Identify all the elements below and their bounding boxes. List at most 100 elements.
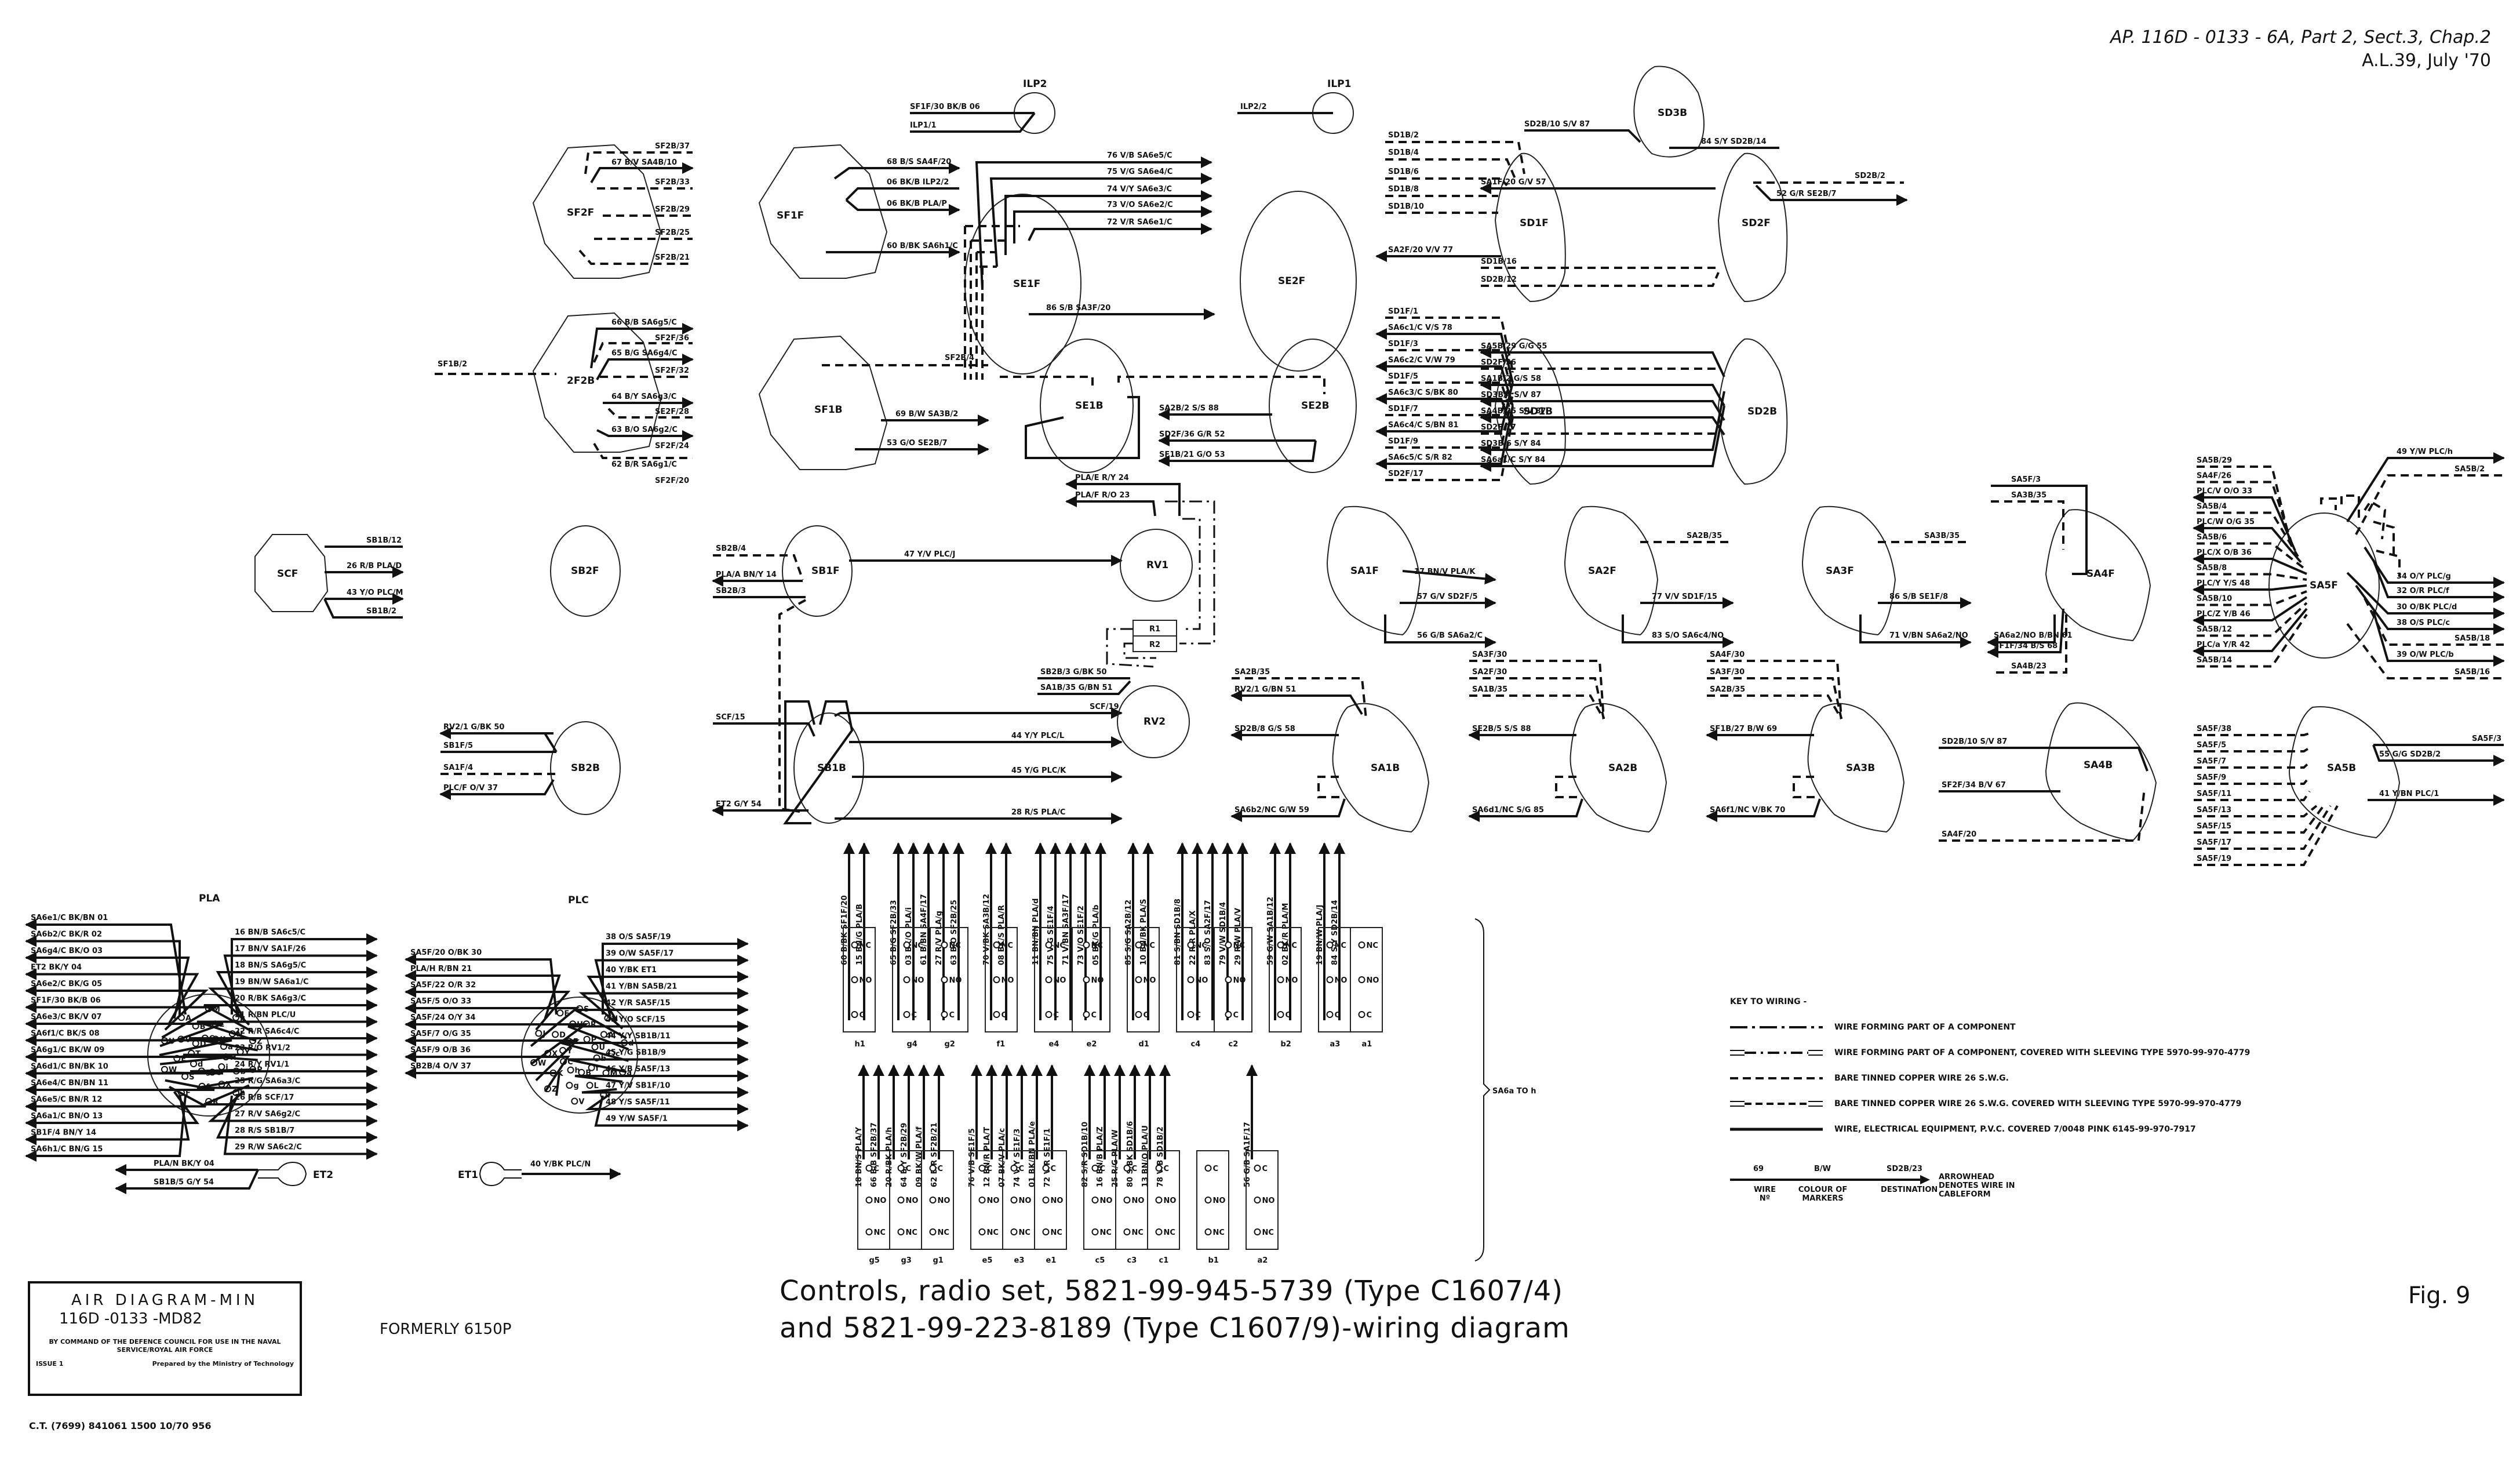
wire-label: SD1F/3 bbox=[1388, 340, 1418, 348]
wire-label: 62 B/R SA6g1/C bbox=[611, 460, 677, 469]
wire bbox=[2197, 602, 2308, 637]
wire bbox=[323, 598, 403, 619]
wire-label: SB1F/4 BN/Y 14 bbox=[31, 1129, 96, 1137]
pin-letter: A bbox=[185, 1014, 191, 1023]
wire bbox=[1385, 141, 1525, 174]
wire-label: SA5B/16 bbox=[2455, 668, 2490, 677]
wire bbox=[25, 1018, 224, 1048]
wire-label: 21 R/BN PLC/U bbox=[235, 1011, 296, 1020]
component-label: SE1B bbox=[1075, 400, 1104, 412]
component-sa5b: SA5B SA5F/38SA5F/5SA5F/7SA5F/9SA5F/11SA5… bbox=[2194, 706, 2505, 866]
wire bbox=[405, 1019, 589, 1066]
wire-label: SD2F/36 bbox=[1481, 358, 1516, 367]
component-label: SF1F bbox=[777, 210, 804, 221]
wire-label: 01 BK/BN PLA/e bbox=[1028, 1121, 1037, 1187]
contact-box bbox=[1147, 1150, 1180, 1250]
contact-id: e5 bbox=[982, 1256, 993, 1265]
wire-label: SA5F/22 O/R 32 bbox=[410, 981, 476, 990]
key-item: WIRE FORMING PART OF A COMPONENT bbox=[1730, 1015, 2250, 1040]
wire-label: 72 V/R SA6e1/C bbox=[1107, 218, 1172, 227]
wire bbox=[1987, 614, 2056, 648]
wire-label: 67 B/V SA4B/10 bbox=[611, 158, 677, 167]
contact-terminal bbox=[1083, 941, 1090, 948]
wiring-key: KEY TO WIRING - WIRE FORMING PART OF A C… bbox=[1730, 997, 2250, 1142]
wire-label: 16 BN/B SA6c5/C bbox=[235, 928, 305, 937]
wire bbox=[405, 1067, 561, 1096]
wire-label: 77 V/V SD1F/15 bbox=[1652, 592, 1717, 601]
wire-label: SA6d1/NC S/G 85 bbox=[1472, 806, 1544, 815]
wire-label: 83 S/O SA6c4/NO bbox=[1652, 631, 1724, 640]
prepared-by: Prepared by the Ministry of Technology bbox=[152, 1360, 294, 1368]
wire-label: SA6e5/C BN/R 12 bbox=[31, 1096, 102, 1104]
component-label: R1 bbox=[1149, 625, 1160, 634]
wire-label: SA1B/35 G/BN 51 bbox=[1040, 683, 1113, 692]
component-label: SB1F bbox=[811, 565, 840, 577]
terminal-label: C bbox=[912, 1011, 917, 1020]
terminal-label: NC bbox=[1091, 941, 1103, 950]
wire-label: 83 S/O SA2F/17 bbox=[1204, 900, 1212, 966]
wire-label: SD2B/8 G/S 58 bbox=[1234, 725, 1295, 733]
wire-label: SF2F/24 bbox=[655, 442, 689, 450]
wire bbox=[2355, 474, 2504, 535]
wire-label: 17 BN/V PLA/K bbox=[1414, 568, 1476, 576]
wire-label: 86 S/B SE1F/8 bbox=[1889, 592, 1948, 601]
switch-wafer-outline bbox=[1269, 339, 1357, 473]
wire-label: PLC/Z Y/B 46 bbox=[2197, 610, 2250, 619]
document-reference: AP. 116D - 0133 - 6A, Part 2, Sect.3, Ch… bbox=[2110, 26, 2491, 72]
contact-id: c2 bbox=[1229, 1040, 1239, 1049]
wire bbox=[845, 187, 959, 201]
switch-wafer-outline bbox=[1807, 703, 1905, 833]
connector-pin bbox=[566, 1082, 573, 1089]
wire-label: 32 O/R PLC/f bbox=[2397, 587, 2449, 595]
component-label: RV2 bbox=[1144, 716, 1166, 728]
wire-label: SA2F/20 V/V 77 bbox=[1388, 246, 1453, 254]
terminal-label: NC bbox=[1196, 941, 1207, 950]
wire-label: 84 S/Y SD2B/14 bbox=[1331, 900, 1339, 965]
contact-terminal bbox=[1326, 1011, 1334, 1018]
wire-label: SD1F/5 bbox=[1388, 372, 1418, 381]
wire-label: PLC/X O/B 36 bbox=[2197, 548, 2252, 557]
contact-terminal bbox=[1358, 976, 1365, 983]
wire bbox=[2346, 572, 2505, 619]
contact-terminal bbox=[1358, 1011, 1365, 1018]
wire-label: RV2/1 G/BN 51 bbox=[1234, 685, 1296, 694]
wire-label: SA5F/7 O/G 35 bbox=[410, 1030, 471, 1038]
wire-label: PLC/W O/G 35 bbox=[2197, 518, 2255, 526]
wire-label: 22 R/R SA6c4/C bbox=[235, 1027, 299, 1036]
connector-pin bbox=[535, 1030, 542, 1037]
contact-terminal bbox=[1042, 1228, 1050, 1235]
wire bbox=[196, 1077, 378, 1094]
terminal-label: C bbox=[1051, 1165, 1057, 1173]
wire-label: SA6g1/C BK/W 09 bbox=[31, 1046, 104, 1055]
wire-label: 24 R/Y RV1/1 bbox=[235, 1060, 289, 1069]
terminal-label: NC bbox=[874, 1228, 886, 1237]
wire-label: 75 V/G SA6e4/C bbox=[1107, 168, 1172, 176]
wire-label: SF2F/32 bbox=[655, 366, 689, 375]
component-label: SE2F bbox=[1278, 275, 1305, 287]
wire bbox=[1375, 382, 1514, 437]
wire-label: SA4F/20 bbox=[1942, 830, 1976, 839]
component-sf1b: SF1B SF2B/4 69 B/W SA3B/2 53 G/O SE2B/7 bbox=[758, 335, 989, 470]
wire bbox=[1991, 485, 2088, 575]
wire bbox=[1991, 614, 2067, 674]
terminal-label: NO bbox=[1144, 976, 1156, 985]
component-label: 2F2B bbox=[567, 375, 595, 387]
terminal-label: NC bbox=[1213, 1228, 1225, 1237]
contact-terminal bbox=[1123, 1165, 1131, 1172]
wire-label: 86 S/B SA3F/20 bbox=[1046, 304, 1110, 312]
wire bbox=[25, 1034, 232, 1056]
contact-id: e4 bbox=[1049, 1040, 1059, 1049]
pin-letter: Z bbox=[257, 1037, 262, 1046]
wire-label: SA2B/2 S/S 88 bbox=[1159, 404, 1219, 413]
wire bbox=[1385, 177, 1508, 187]
wire bbox=[2193, 492, 2296, 551]
wire-label: 28 R/S PLA/C bbox=[1011, 808, 1065, 817]
switch-wafer-outline bbox=[1494, 152, 1566, 303]
pin-letter: d bbox=[198, 1060, 203, 1069]
